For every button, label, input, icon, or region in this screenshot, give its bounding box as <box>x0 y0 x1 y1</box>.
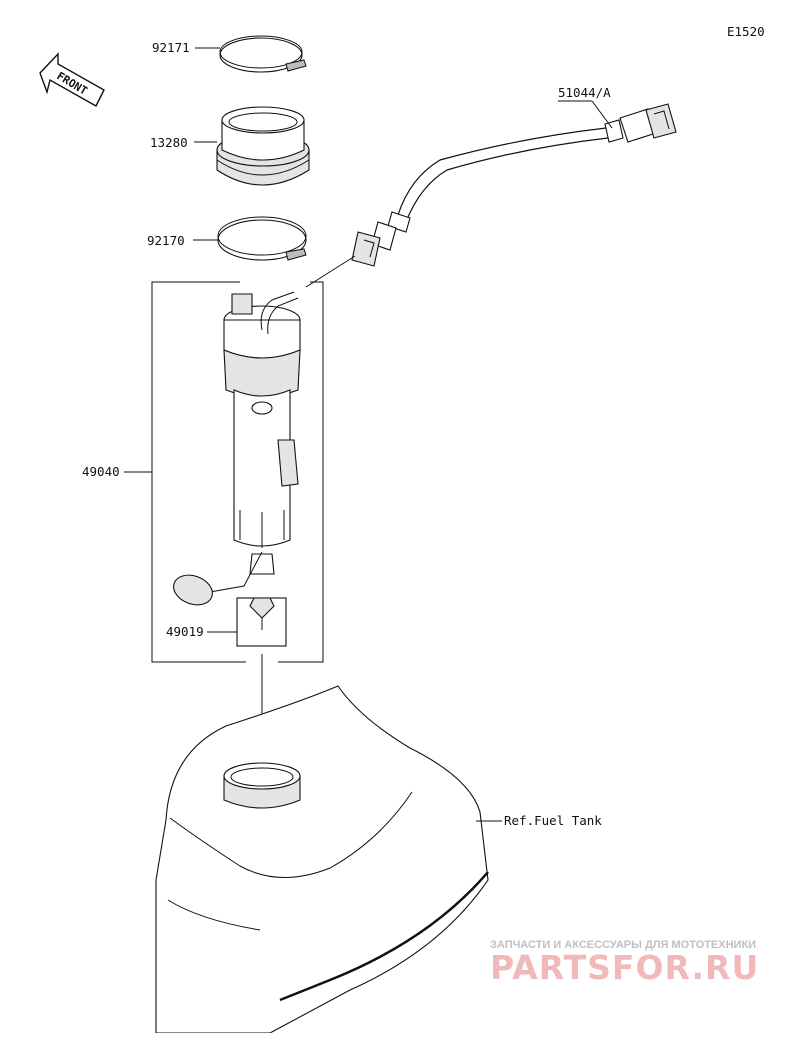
part-label-92170: 92170 <box>147 233 185 248</box>
clamp-92170 <box>193 216 307 261</box>
assembly-bracket-49040 <box>124 281 324 663</box>
grommet-13280 <box>194 106 310 186</box>
clamp-92171 <box>195 35 307 73</box>
part-label-49040: 49040 <box>82 464 120 479</box>
watermark-tagline: ЗАПЧАСТИ И АКСЕССУАРЫ ДЛЯ МОТОТЕХНИКИ <box>490 939 756 951</box>
fuel-hose-51044A <box>305 100 677 288</box>
filter-49019 <box>207 597 287 647</box>
part-label-13280: 13280 <box>150 135 188 150</box>
fuel-pump-assembly <box>173 291 301 606</box>
part-label-51044A: 51044/A <box>558 85 611 100</box>
watermark-brand: PARTSFOR.RU <box>490 948 759 987</box>
watermark: ЗАПЧАСТИ И АКСЕССУАРЫ ДЛЯ МОТОТЕХНИКИ PA… <box>490 939 759 987</box>
part-label-fuel-tank: Ref.Fuel Tank <box>504 813 602 828</box>
diagram-code: E1520 <box>727 24 765 39</box>
front-direction-arrow: FRONT <box>39 52 105 107</box>
fuel-tank-reference <box>155 685 502 1034</box>
front-label: FRONT <box>54 69 89 97</box>
part-label-49019: 49019 <box>166 624 204 639</box>
part-label-92171: 92171 <box>152 40 190 55</box>
